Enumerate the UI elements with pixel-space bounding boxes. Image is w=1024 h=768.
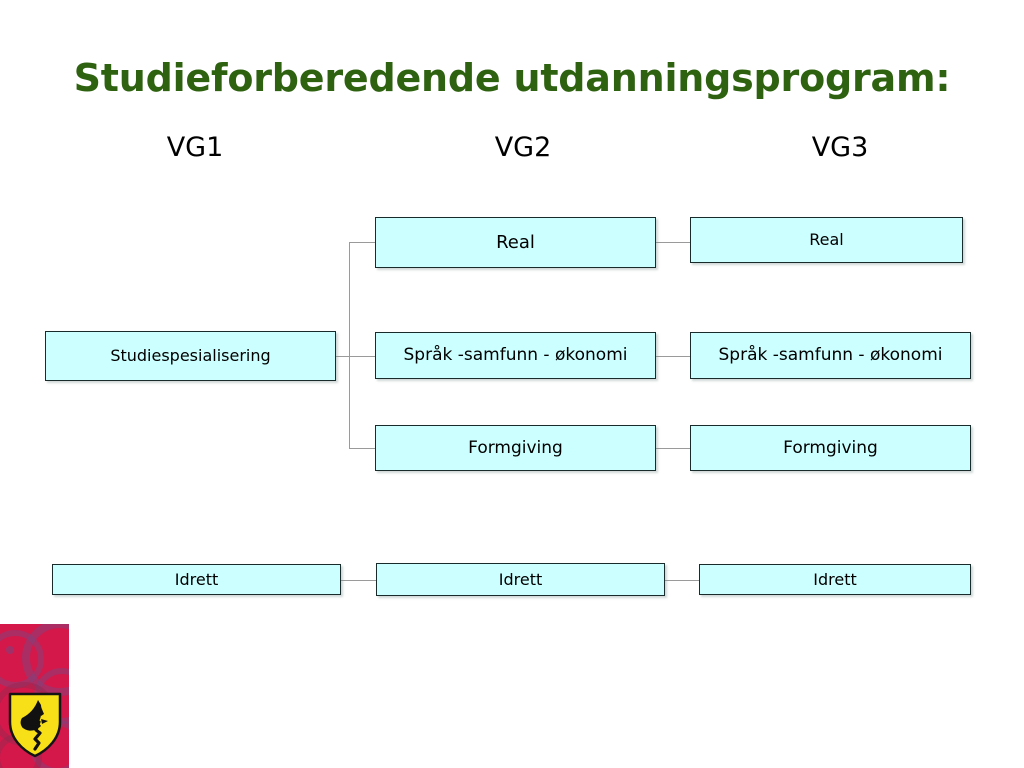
node-label: Idrett: [813, 569, 857, 589]
column-header-vg2: VG2: [494, 132, 552, 163]
logo-panel: [0, 624, 69, 768]
node-vg3-formgiving[interactable]: Formgiving: [690, 425, 971, 471]
decorative-dot: [6, 646, 14, 654]
connector-branch-formgiving: [349, 448, 376, 449]
connector-branch-sprak: [349, 356, 376, 357]
node-label: Språk -samfunn - økonomi: [718, 345, 943, 366]
connector-trunk-vertical: [349, 242, 350, 449]
connector-idrett-vg1-vg2: [341, 580, 377, 581]
node-label: Studiespesialisering: [110, 346, 271, 366]
connector-vg2-vg3-sprak: [655, 356, 691, 357]
node-label: Formgiving: [783, 437, 878, 458]
node-label: Språk -samfunn - økonomi: [403, 345, 628, 366]
node-label: Idrett: [498, 569, 543, 589]
node-studiespesialisering[interactable]: Studiespesialisering: [45, 331, 336, 381]
connector-vg2-vg3-real: [655, 242, 691, 243]
node-vg1-idrett[interactable]: Idrett: [52, 564, 341, 595]
column-header-vg1: VG1: [166, 132, 224, 163]
node-label: Real: [496, 231, 535, 253]
node-label: Formgiving: [468, 437, 563, 458]
node-vg2-sprak-samfunn-okonomi[interactable]: Språk -samfunn - økonomi: [375, 332, 656, 379]
node-label: Real: [809, 230, 844, 250]
connector-vg2-vg3-formgiving: [655, 448, 691, 449]
page-title: Studieforberedende utdanningsprogram:: [73, 56, 951, 100]
node-vg2-formgiving[interactable]: Formgiving: [375, 425, 656, 471]
node-vg2-idrett[interactable]: Idrett: [376, 563, 665, 596]
connector-idrett-vg2-vg3: [664, 580, 700, 581]
node-vg3-real[interactable]: Real: [690, 217, 963, 263]
connector-branch-real: [349, 242, 376, 243]
node-vg3-sprak-samfunn-okonomi[interactable]: Språk -samfunn - økonomi: [690, 332, 971, 379]
node-label: Idrett: [174, 569, 219, 589]
node-vg3-idrett[interactable]: Idrett: [699, 564, 971, 595]
coat-of-arms-icon: [8, 692, 62, 758]
node-vg2-real[interactable]: Real: [375, 217, 656, 268]
column-header-vg3: VG3: [811, 132, 869, 163]
connector-stub-studiespesialisering: [336, 356, 350, 357]
